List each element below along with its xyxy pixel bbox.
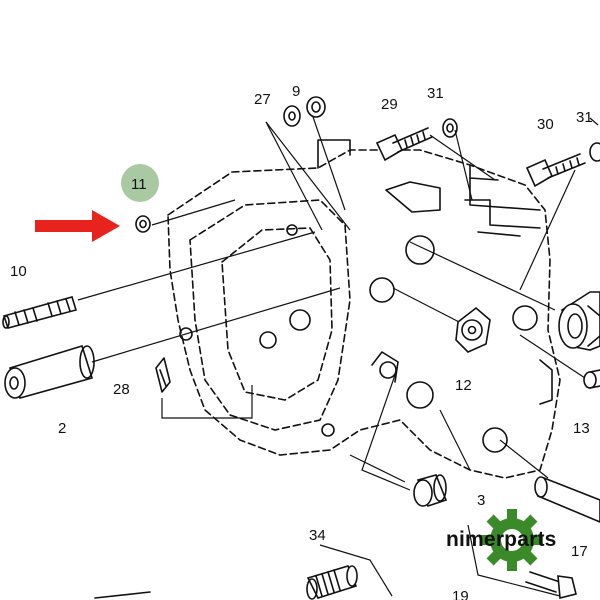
part-12-plug xyxy=(455,306,491,353)
callout-11-highlight xyxy=(121,164,159,202)
bearing-right xyxy=(558,291,600,351)
part-31-washer xyxy=(442,118,458,138)
part-27-lock-washer xyxy=(283,105,301,127)
callout-31-right: 31 xyxy=(576,109,593,126)
part-9-nut xyxy=(306,96,326,118)
part-10-stud xyxy=(2,296,78,329)
long-pin-lower-right xyxy=(534,476,600,523)
callout-19: 19 xyxy=(452,588,469,600)
callout-labels: 27 9 29 31 30 31 11 10 28 2 12 13 3 34 1… xyxy=(10,83,593,600)
callout-34: 34 xyxy=(309,527,326,544)
callout-12: 12 xyxy=(455,377,472,394)
callout-9: 9 xyxy=(292,83,300,100)
leader-lines xyxy=(77,113,599,597)
part-2-dowel-sleeve xyxy=(4,345,95,399)
callout-29: 29 xyxy=(381,96,398,113)
red-arrow-indicator xyxy=(35,210,120,242)
callout-31: 31 xyxy=(427,85,444,102)
part-17-bolt xyxy=(525,571,577,600)
part-34-bolt xyxy=(306,565,358,600)
part-30-bolt xyxy=(525,153,586,188)
callout-17: 17 xyxy=(571,543,588,560)
transmission-housing xyxy=(167,139,561,479)
part-11-washer xyxy=(135,215,151,233)
callout-13: 13 xyxy=(573,420,590,437)
callout-30: 30 xyxy=(537,116,554,133)
callout-11: 11 xyxy=(131,176,147,193)
part-3-bushing xyxy=(413,474,448,508)
part-13-plug xyxy=(583,369,600,389)
callout-10: 10 xyxy=(10,263,27,280)
gear-logo-icon xyxy=(481,509,543,571)
callout-2: 2 xyxy=(58,420,66,437)
callout-28: 28 xyxy=(113,381,130,398)
callout-27: 27 xyxy=(254,91,271,108)
part-31-washer-right xyxy=(589,142,600,162)
part-28-roll-pin xyxy=(155,357,171,393)
callout-3: 3 xyxy=(477,492,485,509)
plate-bottom-left xyxy=(94,591,151,599)
watermark-brand-text: nimerparts xyxy=(446,528,557,551)
part-29-bolt xyxy=(375,127,433,162)
